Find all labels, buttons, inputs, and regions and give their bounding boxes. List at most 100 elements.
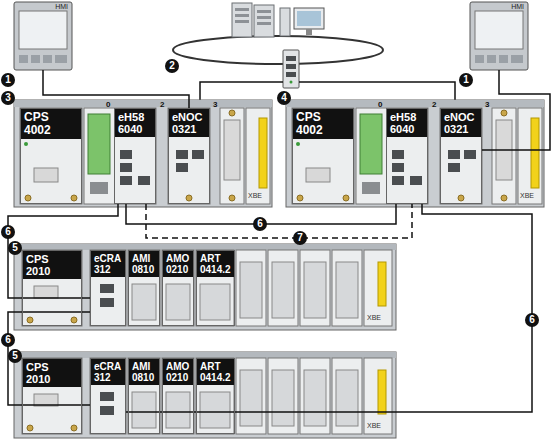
- device-label: HMI: [507, 3, 528, 11]
- remote-rack: [22, 250, 82, 326]
- hmi-device: [43, 55, 52, 63]
- module-label: AMO 0210: [163, 251, 193, 277]
- hmi-device: [19, 55, 28, 63]
- server: [232, 3, 274, 37]
- remote-rack: [336, 262, 358, 318]
- network-ring: [173, 36, 383, 64]
- callout-number: 3: [1, 91, 15, 105]
- workstation: [280, 8, 324, 36]
- main-rack: [25, 195, 31, 201]
- analog-io-module: ART 0414.2: [196, 250, 235, 326]
- server: [235, 14, 249, 17]
- remote-rack: [332, 250, 362, 326]
- main-rack: [220, 108, 244, 204]
- hmi-panel: HMI: [470, 2, 528, 70]
- rack-label: XBE: [367, 314, 381, 322]
- server: [257, 16, 271, 19]
- callout-number: 6: [1, 333, 15, 347]
- remote-rack: [71, 317, 77, 323]
- ethernet-switch: [286, 64, 296, 69]
- callout-number: 2: [165, 59, 179, 73]
- remote-rack: [100, 298, 114, 307]
- workstation: [280, 8, 290, 36]
- callout-number: 5: [8, 241, 22, 255]
- main-rack: [229, 195, 235, 201]
- server: [235, 20, 249, 23]
- remote-rack: [14, 244, 396, 330]
- hmi-device: [19, 11, 67, 49]
- callout-number: 6: [1, 225, 15, 239]
- power-supply-module: CPS 2010: [22, 250, 82, 326]
- module-label: AMO 0210: [163, 359, 193, 385]
- main-rack: [138, 176, 150, 185]
- server: [257, 22, 271, 25]
- module-label: eH58 6040: [387, 109, 427, 137]
- callout-number: 5: [8, 349, 22, 363]
- module-label: AMI 0810: [129, 251, 159, 277]
- remote-rack: [240, 262, 262, 318]
- main-rack: [168, 108, 210, 204]
- remote-rack: [364, 250, 392, 326]
- main-rack: [14, 100, 272, 207]
- server: [254, 5, 274, 37]
- hmi-device: [14, 2, 72, 70]
- main-rack: [176, 150, 188, 159]
- workstation: [297, 11, 321, 26]
- slot-number: 0: [106, 100, 110, 109]
- main-rack: [24, 142, 28, 146]
- callout-number: 1: [1, 73, 15, 87]
- server: [235, 8, 249, 11]
- cpu-module: eH58 6040: [114, 108, 156, 204]
- rack-label: XBE: [520, 192, 534, 200]
- callout-number: 1: [459, 73, 473, 87]
- ethernet-switch: [290, 81, 293, 84]
- analog-output-module: AMO 0210: [162, 250, 194, 326]
- module-label: CPS 4002: [293, 109, 353, 139]
- main-rack: [286, 100, 544, 207]
- module-label: ART 0414.2: [197, 251, 234, 277]
- main-rack: [120, 176, 132, 185]
- remote-rack: [300, 250, 330, 326]
- hmi-device: [14, 2, 72, 70]
- module-label: eNOC 0321: [169, 109, 209, 137]
- callout-number: 6: [525, 313, 539, 327]
- callout-number: 6: [253, 217, 267, 231]
- hmi-cable: [43, 70, 189, 108]
- rack-label: XBE: [367, 422, 381, 430]
- main-rack: [120, 150, 132, 159]
- slot-number: 3: [485, 100, 489, 109]
- workstation: [306, 29, 312, 35]
- module-label: eNOC 0321: [441, 109, 481, 137]
- slot-number: 2: [160, 100, 164, 109]
- ethernet-module: eNOC 0321: [168, 108, 210, 204]
- remote-rack: [236, 250, 266, 326]
- hot-standby-link: [146, 204, 412, 238]
- callout-number: 4: [277, 91, 291, 105]
- main-rack: [259, 118, 267, 188]
- power-supply-module: CPS 4002: [292, 108, 354, 204]
- ethernet-switch: [286, 56, 296, 61]
- main-rack: [229, 110, 235, 116]
- network-ring: [173, 36, 383, 64]
- adapter-module: eCRA 312: [90, 250, 126, 326]
- analog-input-module: AMI 0810: [128, 358, 160, 434]
- adapter-module: eCRA 312: [90, 358, 126, 434]
- main-rack: [224, 120, 240, 180]
- module-label: eH58 6040: [115, 109, 155, 137]
- workstation: [294, 8, 324, 29]
- module-label: CPS 2010: [23, 359, 81, 387]
- module-label: AMI 0810: [129, 359, 159, 385]
- ethernet-switch: [286, 72, 296, 77]
- remote-rack: [34, 286, 58, 298]
- remote-rack: [90, 250, 126, 326]
- main-rack: [88, 114, 110, 174]
- power-supply-module: CPS 4002: [20, 108, 82, 204]
- module-label: eCRA 312: [91, 251, 125, 277]
- remote-rack: [132, 284, 156, 320]
- power-supply-module: CPS 2010: [22, 358, 82, 434]
- remote-rack: [166, 284, 190, 320]
- remote-rack: [100, 284, 114, 293]
- callout-number: 7: [293, 231, 307, 245]
